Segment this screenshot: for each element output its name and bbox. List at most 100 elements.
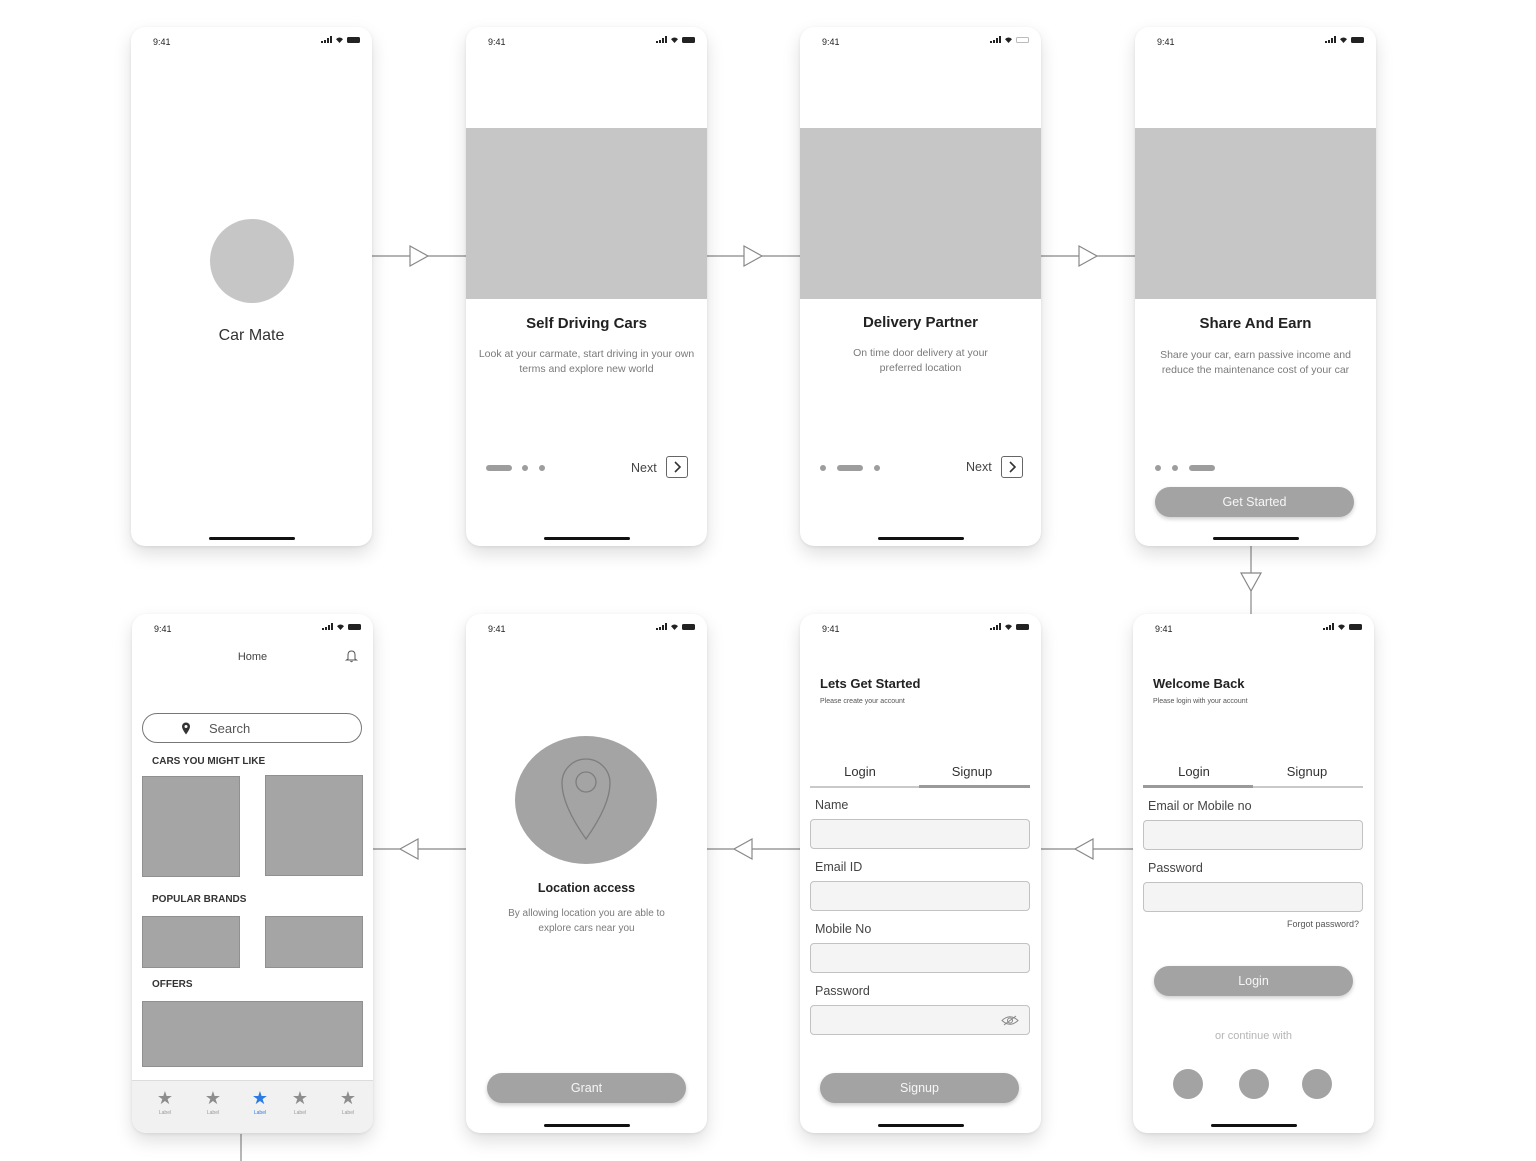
app-name: Car Mate — [218, 327, 285, 344]
signal-icon — [1325, 36, 1336, 43]
splash-screen: 9:41 Car Mate — [131, 27, 372, 546]
battery-icon — [347, 36, 360, 43]
home-screen: 9:41 Home Search CARS YOU MIGHT LIKE POP… — [132, 614, 373, 1133]
car-card[interactable] — [265, 775, 363, 876]
onboarding-description: Share your car, earn passive income and … — [1160, 349, 1351, 376]
signal-icon — [321, 36, 332, 43]
email-field[interactable] — [810, 881, 1030, 911]
mobile-label: Mobile No — [815, 922, 872, 936]
wifi-icon — [1005, 37, 1012, 43]
tab-login[interactable]: Login — [844, 764, 876, 779]
offer-banner[interactable] — [142, 1001, 363, 1067]
get-started-button[interactable]: Get Started — [1155, 487, 1354, 517]
arrow-head — [743, 244, 764, 268]
page-indicator-active — [837, 465, 863, 471]
tab-underline — [1143, 786, 1363, 788]
battery-icon — [682, 623, 695, 630]
brand-card[interactable] — [142, 916, 240, 968]
status-icons — [322, 623, 361, 630]
location-access-screen: 9:41 Location access By allowing locatio… — [466, 614, 707, 1133]
arrow-head — [409, 244, 430, 268]
status-icons — [1323, 623, 1362, 630]
social-login-button[interactable] — [1239, 1069, 1269, 1099]
page-indicator-dot — [874, 465, 880, 471]
mobile-field[interactable] — [810, 943, 1030, 973]
onboarding-screen-2: 9:41 Delivery Partner On time door deliv… — [800, 27, 1041, 546]
battery-icon — [682, 36, 695, 43]
social-login-button[interactable] — [1173, 1069, 1203, 1099]
onboarding-description: On time door delivery at your preferred … — [853, 347, 988, 374]
search-bar[interactable]: Search — [142, 713, 362, 743]
tab-underline-active — [919, 785, 1030, 788]
email-label: Email or Mobile no — [1148, 799, 1252, 813]
wifi-icon — [337, 624, 344, 630]
form-subtitle: Please login with your account — [1153, 698, 1248, 705]
page-indicator-dot — [522, 465, 528, 471]
star-icon: ★ — [251, 1088, 269, 1108]
grant-button[interactable]: Grant — [487, 1073, 686, 1103]
location-pin-icon — [182, 722, 190, 735]
tab-login[interactable]: Login — [1178, 764, 1210, 779]
location-title: Location access — [537, 881, 636, 895]
status-time: 9:41 — [822, 624, 840, 634]
status-icons — [656, 623, 695, 630]
login-screen: 9:41 Welcome Back Please login with your… — [1133, 614, 1374, 1133]
image-placeholder — [1135, 128, 1376, 299]
signup-screen: 9:41 Lets Get Started Please create your… — [800, 614, 1041, 1133]
page-indicator-dot — [1172, 465, 1178, 471]
signal-icon — [656, 623, 667, 630]
onboarding-title: Self Driving Cars — [526, 315, 647, 332]
next-button[interactable] — [666, 456, 688, 478]
onboarding-screen-1: 9:41 Self Driving Cars Look at your carm… — [466, 27, 707, 546]
brand-card[interactable] — [265, 916, 363, 968]
star-icon: ★ — [339, 1088, 357, 1108]
tab-signup[interactable]: Signup — [951, 764, 993, 779]
status-icons — [1325, 36, 1364, 43]
nav-item-active[interactable]: ★Label — [251, 1088, 269, 1116]
home-indicator — [1213, 537, 1299, 540]
tab-signup[interactable]: Signup — [1286, 764, 1328, 779]
name-field[interactable] — [810, 819, 1030, 849]
bottom-nav: ★Label ★Label ★Label ★Label ★Label — [132, 1080, 373, 1133]
page-indicator-active — [486, 465, 512, 471]
section-title-offers: OFFERS — [152, 979, 193, 990]
onboarding-screen-3: 9:41 Share And Earn Share your car, earn… — [1135, 27, 1376, 546]
home-indicator — [878, 1124, 964, 1127]
password-field[interactable] — [810, 1005, 1030, 1035]
forgot-password-link[interactable]: Forgot password? — [1286, 919, 1359, 929]
wifi-icon — [671, 624, 678, 630]
form-title: Welcome Back — [1153, 676, 1245, 691]
social-login-button[interactable] — [1302, 1069, 1332, 1099]
wifi-icon — [1005, 624, 1012, 630]
next-label[interactable]: Next — [631, 461, 657, 475]
star-icon: ★ — [204, 1088, 222, 1108]
signup-button[interactable]: Signup — [820, 1073, 1019, 1103]
status-time: 9:41 — [1155, 624, 1173, 634]
signal-icon — [322, 623, 333, 630]
signal-icon — [990, 36, 1001, 43]
onboarding-title: Share And Earn — [1199, 315, 1312, 332]
eye-off-icon[interactable] — [1001, 1015, 1019, 1026]
login-button[interactable]: Login — [1154, 966, 1353, 996]
star-icon: ★ — [291, 1088, 309, 1108]
status-icons — [656, 36, 695, 43]
password-field[interactable] — [1143, 882, 1363, 912]
nav-item[interactable]: ★Label — [291, 1088, 309, 1116]
bell-icon[interactable] — [345, 649, 358, 663]
arrow-head — [398, 837, 419, 861]
status-time: 9:41 — [1157, 37, 1175, 47]
home-indicator — [544, 537, 630, 540]
next-label[interactable]: Next — [966, 460, 992, 474]
car-card[interactable] — [142, 776, 240, 877]
arrow-head — [1239, 572, 1263, 593]
arrow-head — [1078, 244, 1099, 268]
nav-item[interactable]: ★Label — [156, 1088, 174, 1116]
email-field[interactable] — [1143, 820, 1363, 850]
nav-item[interactable]: ★Label — [339, 1088, 357, 1116]
next-button[interactable] — [1001, 456, 1023, 478]
tab-underline-active — [1143, 785, 1253, 788]
wifi-icon — [1340, 37, 1347, 43]
wifi-icon — [671, 37, 678, 43]
nav-item[interactable]: ★Label — [204, 1088, 222, 1116]
chevron-right-icon — [674, 461, 682, 473]
